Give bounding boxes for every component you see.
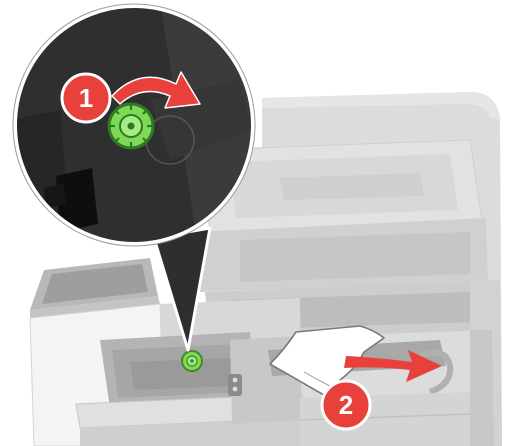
knob-icon [182,351,202,371]
step-1-badge: 1 [62,74,110,122]
step-1-label: 1 [79,83,93,113]
step-2-badge: 2 [322,381,370,429]
knob-zoomed-icon [109,104,153,148]
step-2-label: 2 [339,390,353,420]
